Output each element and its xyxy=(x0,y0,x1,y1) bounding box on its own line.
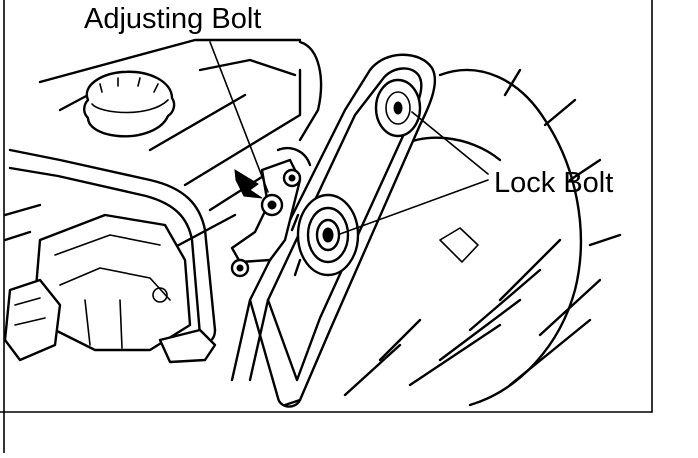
upper-pulley xyxy=(374,78,422,138)
figure-frame xyxy=(0,0,653,454)
lock-bolt-label: Lock Bolt xyxy=(494,167,613,199)
distributor xyxy=(3,203,217,364)
adjusting-bracket xyxy=(230,146,312,278)
oil-filler-cap xyxy=(83,70,176,138)
direction-arrow xyxy=(234,169,263,199)
leader-lines xyxy=(209,41,489,235)
lower-pulley xyxy=(290,193,360,277)
adjusting-bolt-label: Adjusting Bolt xyxy=(84,3,261,35)
